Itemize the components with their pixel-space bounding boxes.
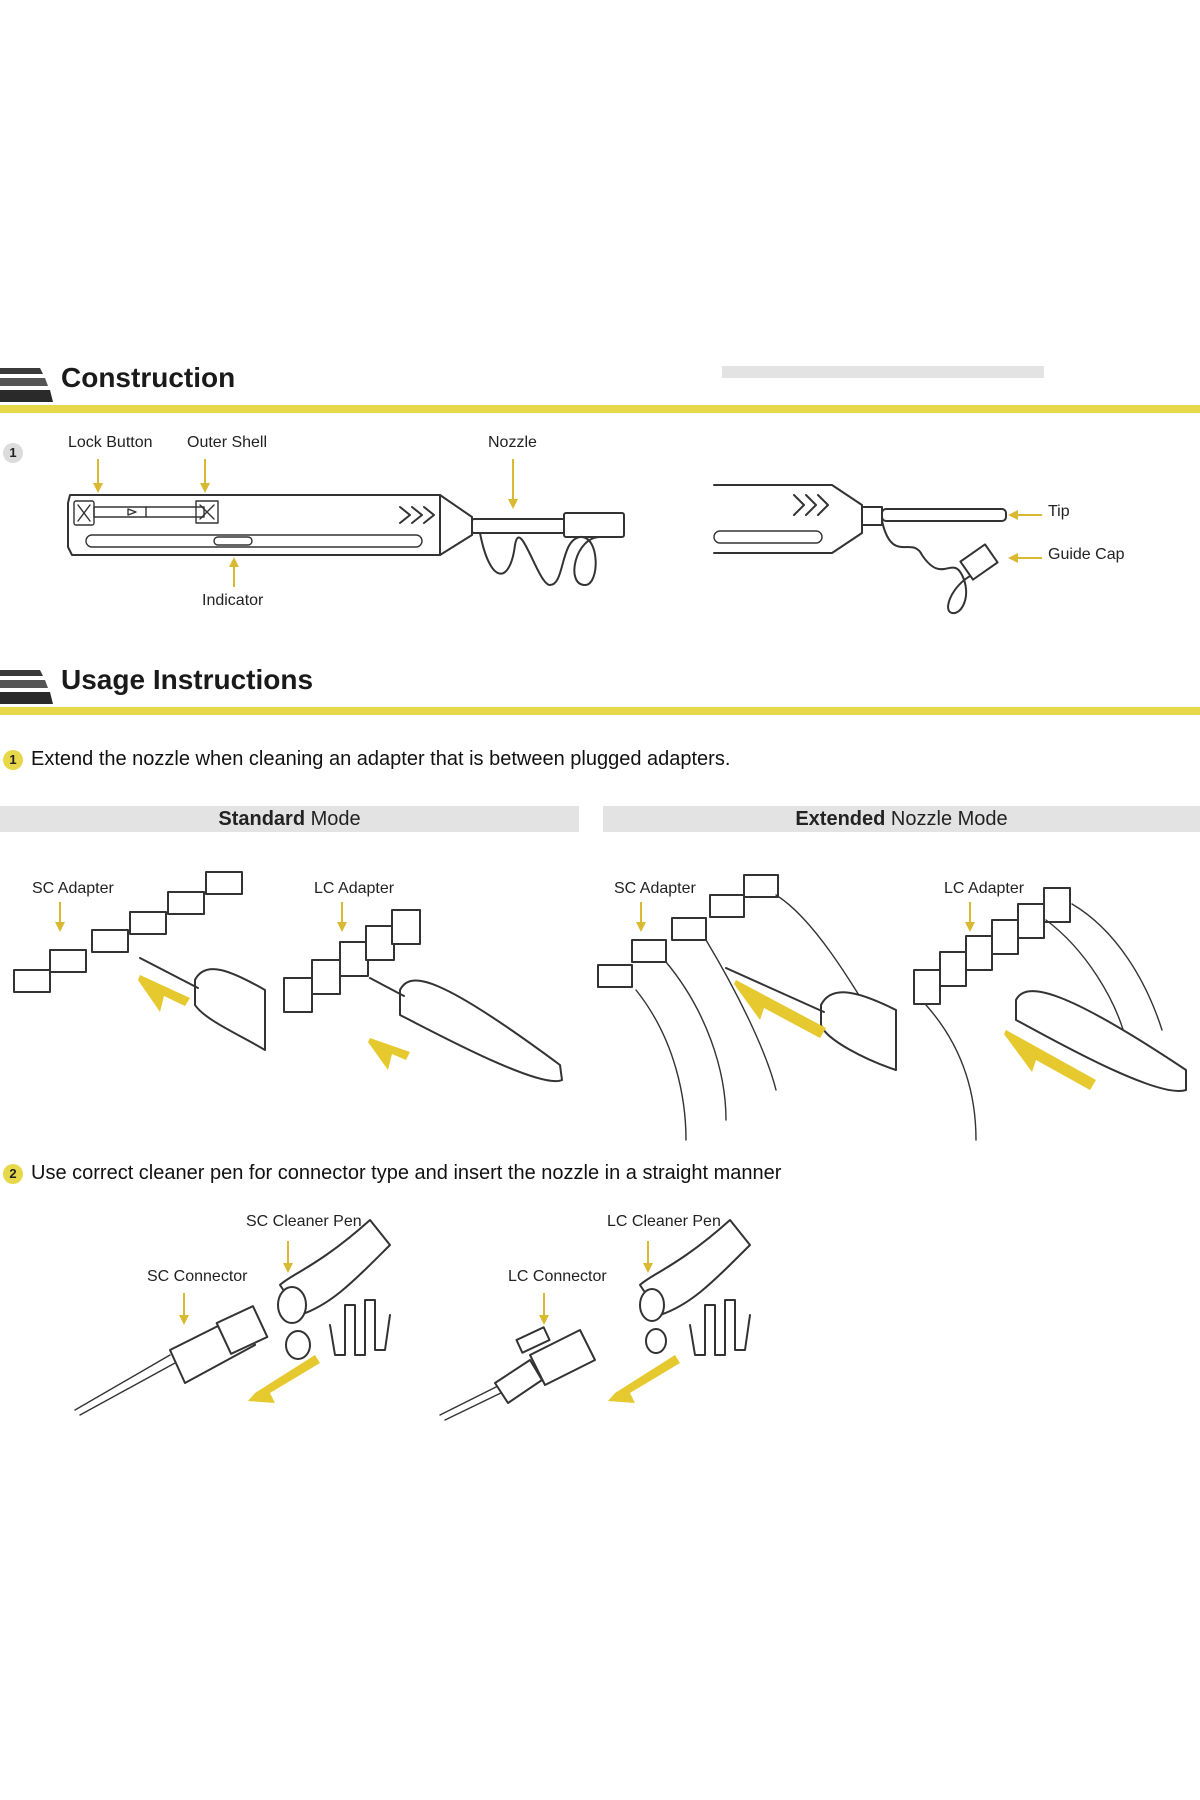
usage-rule xyxy=(0,707,1200,715)
construction-step-badge: 1 xyxy=(3,443,23,463)
label-guide-cap: Guide Cap xyxy=(1048,546,1125,563)
label-lc-adapter-extended: LC Adapter xyxy=(944,880,1025,897)
header-stripes-icon xyxy=(0,368,53,402)
label-lc-adapter-standard: LC Adapter xyxy=(314,880,395,897)
construction-title: Construction xyxy=(61,362,236,393)
construction-rule xyxy=(0,405,1200,413)
usage-step2-badge: 2 xyxy=(3,1164,23,1184)
standard-mode-bold: Standard xyxy=(218,808,306,830)
label-outer-shell: Outer Shell xyxy=(187,434,268,451)
extended-mode-rest: Nozzle Mode xyxy=(885,808,1008,830)
standard-mode-illustration xyxy=(13,871,563,1083)
usage-step1-badge: 1 xyxy=(3,750,23,770)
usage-title: Usage Instructions xyxy=(61,664,314,695)
standard-mode-rest: Mode xyxy=(305,808,361,830)
extended-nozzle-diagram xyxy=(713,484,1042,615)
label-lc-connector: LC Connector xyxy=(508,1268,607,1285)
extended-mode-illustration xyxy=(597,874,1187,1141)
standard-mode-bar: Standard Mode xyxy=(0,806,579,832)
label-indicator: Indicator xyxy=(202,592,264,609)
usage-step1-text: Extend the nozzle when cleaning an adapt… xyxy=(31,748,731,770)
usage-step2-text: Use correct cleaner pen for connector ty… xyxy=(31,1162,782,1184)
label-lock-button: Lock Button xyxy=(68,434,153,451)
header-stripes-icon xyxy=(0,670,53,704)
cleaner-pen-diagram xyxy=(67,459,625,587)
label-tip: Tip xyxy=(1048,503,1070,520)
sc-connector-illustration xyxy=(74,1219,391,1416)
label-sc-cleaner-pen: SC Cleaner Pen xyxy=(246,1213,362,1230)
usage-header: Usage Instructions xyxy=(0,658,1200,718)
label-sc-connector: SC Connector xyxy=(147,1268,248,1285)
label-lc-cleaner-pen: LC Cleaner Pen xyxy=(607,1213,721,1230)
header-placeholder-bar xyxy=(722,366,1044,378)
extended-mode-bold: Extended xyxy=(795,808,886,830)
construction-header: Construction xyxy=(0,356,1200,416)
extended-mode-bar: Extended Nozzle Mode xyxy=(603,806,1200,832)
label-nozzle: Nozzle xyxy=(488,434,537,451)
label-sc-adapter-standard: SC Adapter xyxy=(32,880,114,897)
lc-connector-illustration xyxy=(439,1219,751,1421)
label-sc-adapter-extended: SC Adapter xyxy=(614,880,696,897)
